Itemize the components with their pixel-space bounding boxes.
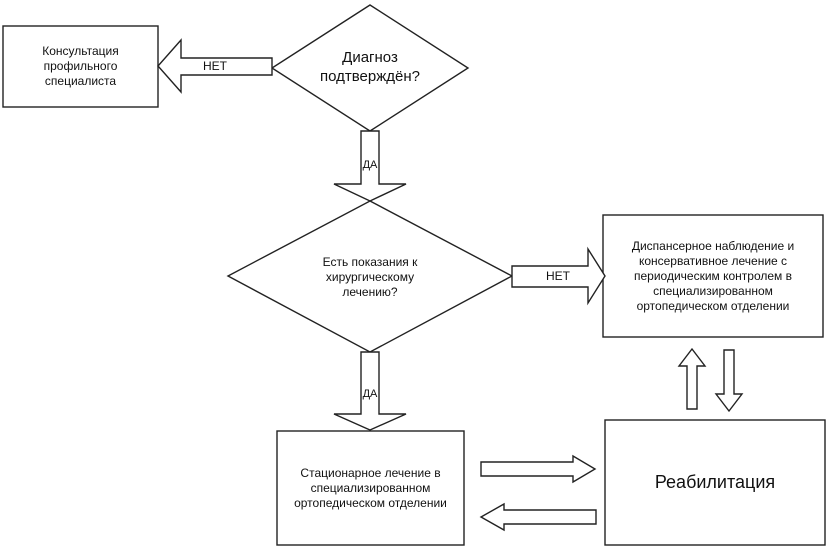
no-label-middle: НЕТ bbox=[546, 269, 570, 283]
no-arrow-to-dispensary bbox=[511, 246, 606, 306]
diagnosis-question-label: Диагноз подтверждён? bbox=[320, 49, 420, 85]
inpatient-label: Стационарное лечение в специализированно… bbox=[294, 465, 447, 510]
no-arrow-to-consultation bbox=[157, 38, 273, 94]
consultation-box bbox=[2, 25, 159, 108]
yes-arrow-to-inpatient bbox=[333, 351, 407, 431]
arrow-rehabilitation-to-dispensary bbox=[677, 347, 707, 410]
yes-label-middle: ДА bbox=[362, 388, 378, 401]
rehabilitation-box bbox=[604, 419, 826, 546]
no-label-top: НЕТ bbox=[203, 59, 227, 73]
arrow-inpatient-to-rehabilitation bbox=[480, 454, 597, 484]
rehabilitation-label: Реабилитация bbox=[654, 472, 776, 493]
yes-arrow-to-surgery-question bbox=[333, 130, 407, 202]
surgery-question-label: Есть показания к хирургическому лечению? bbox=[322, 254, 418, 299]
dispensary-label: Диспансерное наблюдение и консервативное… bbox=[631, 238, 795, 313]
arrow-dispensary-to-rehabilitation bbox=[714, 349, 744, 413]
inpatient-box bbox=[276, 430, 465, 546]
consultation-label: Консультация профильного специалиста bbox=[42, 44, 119, 88]
yes-label-top: ДА bbox=[362, 159, 378, 172]
dispensary-box bbox=[602, 214, 824, 338]
arrow-rehabilitation-to-inpatient bbox=[479, 502, 597, 532]
